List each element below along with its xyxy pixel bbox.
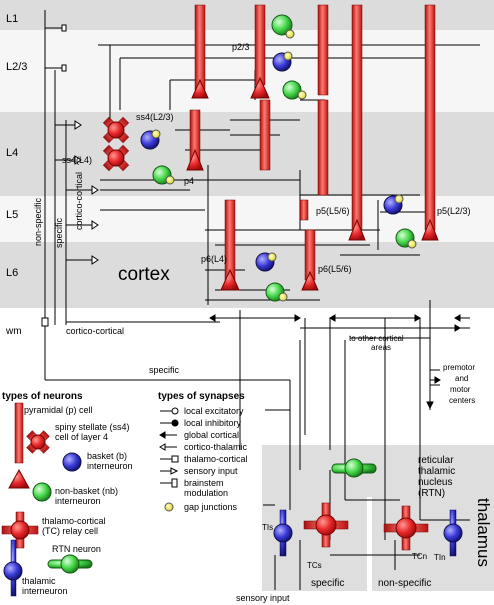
label-to-other-areas-2: areas <box>371 343 391 352</box>
layer-label-wm: wm <box>5 326 22 337</box>
legend-gap-icon <box>164 502 174 512</box>
pyramidal-p5-23 <box>421 4 439 241</box>
legend-neuron-3b: interneuron <box>87 461 133 471</box>
layer-label-l1: L1 <box>6 13 18 25</box>
layer-label-l23: L2/3 <box>6 61 27 73</box>
tc-specific <box>303 502 349 548</box>
legend-neuron-4a: non-basket (nb) <box>55 486 118 496</box>
output-arrows <box>209 314 470 410</box>
legend-neuron-7b: interneuron <box>22 586 68 596</box>
spiny-stellate-cells <box>102 116 130 172</box>
pyramidal-p23b <box>250 4 270 99</box>
label-p23: p2/3 <box>232 42 250 52</box>
ti-nonspecific <box>443 509 463 557</box>
legend-synapse-8: modulation <box>184 488 228 498</box>
label-specific-horizontal: specific <box>149 365 180 375</box>
label-p4: p4 <box>184 176 194 186</box>
label-ss4-l23: ss4(L2/3) <box>136 112 174 122</box>
legend-neuron-6: RTN neuron <box>52 544 101 554</box>
pyramidal-col2 <box>259 99 271 171</box>
legend-neuron-icons <box>1 402 93 597</box>
legend-synapse-6: sensory input <box>184 466 238 476</box>
legend-neuron-3a: basket (b) <box>87 451 127 461</box>
rtn-label-4: (RTN) <box>418 488 445 499</box>
pyramidal-p4 <box>186 109 204 171</box>
pyramidal-p23c <box>317 4 329 96</box>
label-tin: TIn <box>434 553 446 562</box>
pyramidal-p5-56 <box>348 4 366 241</box>
legend-synapse-symbols <box>159 407 179 488</box>
pyramidal-col3 <box>317 99 329 196</box>
label-p5-23: p5(L2/3) <box>437 206 471 216</box>
pyramidal-p23a <box>191 4 209 99</box>
legend-synapse-7: brainstem <box>184 478 224 488</box>
pyramidal-p6-4 <box>220 199 240 291</box>
label-thal-specific: specific <box>311 578 344 589</box>
rtn-label-1: reticular <box>418 455 454 466</box>
legend-neuron-2b: cell of layer 4 <box>55 432 108 442</box>
legend-synapse-2: local inhibitory <box>184 418 242 428</box>
legend-neuron-7a: thalamic <box>22 576 56 586</box>
layer-bands <box>0 0 494 308</box>
legend-synapse-1: local excitatory <box>184 406 244 416</box>
label-premotor-2: and <box>455 374 468 383</box>
label-to-other-areas-1: to other cortical <box>349 334 404 343</box>
label-premotor-4: centers <box>449 396 475 405</box>
label-tcs: TCs <box>307 561 322 570</box>
layer-label-l4: L4 <box>6 147 18 159</box>
legend-synapse-3: global cortical <box>184 430 239 440</box>
rtn-label-3: nucleus <box>418 477 452 488</box>
ss4-l4 <box>102 144 130 172</box>
label-premotor-3: motor <box>450 385 471 394</box>
legend-neuron-1: pyramidal (p) cell <box>24 405 93 415</box>
rtn-label-2: thalamic <box>418 466 455 477</box>
label-cortico-cortical-wm: cortico-cortical <box>66 326 124 336</box>
label-p6-56: p6(L5/6) <box>318 264 352 274</box>
rtn-neuron <box>331 458 377 478</box>
thalamic-cells <box>273 502 463 557</box>
legend-synapse-9: gap junctions <box>184 502 238 512</box>
layer-label-l6: L6 <box>6 267 18 279</box>
pathway-fibres <box>44 10 290 381</box>
ss4-l23 <box>102 116 130 144</box>
legend-neuron-4b: interneuron <box>55 496 101 506</box>
label-tcn: TCn <box>412 552 427 561</box>
legend-synapses-title: types of synapses <box>158 391 245 402</box>
pyramidal-p6-56 <box>301 229 319 291</box>
label-specific: specific <box>54 217 64 248</box>
region-thalamus: thalamus <box>474 498 493 567</box>
ti-specific <box>273 509 293 557</box>
legend-synapse-5: thalamo-cortical <box>184 454 248 464</box>
legend-synapse-4: cortico-thalamic <box>184 442 248 452</box>
label-premotor-1: premotor <box>443 363 475 372</box>
pathway-terminals <box>41 24 99 327</box>
label-p5-56: p5(L5/6) <box>316 206 350 216</box>
thalamus-region <box>262 445 494 591</box>
region-cortex: cortex <box>118 264 170 285</box>
layer-label-l5: L5 <box>6 209 18 221</box>
legend-neurons-title: types of neurons <box>2 391 83 402</box>
pyramidal-cells <box>186 4 439 291</box>
label-sensory-input: sensory input <box>236 593 290 603</box>
label-p6-4: p6(L4) <box>201 254 227 264</box>
tc-nonspecific <box>383 505 429 551</box>
label-non-specific: non-specific <box>33 197 43 246</box>
label-tis: TIs <box>262 523 273 532</box>
label-thal-nonspecific: non-specific <box>378 578 431 589</box>
legend-neuron-5b: (TC) relay cell <box>42 526 98 536</box>
label-ss4-l4: ss4(L4) <box>62 155 92 165</box>
pyramidal-p5-56-stem <box>299 199 309 221</box>
legend-neuron-5a: thalamo-cortical <box>42 516 106 526</box>
legend-neuron-2a: spiny stellate (ss4) <box>55 422 130 432</box>
label-cortico-cortical: cortico-cortical <box>74 172 84 230</box>
